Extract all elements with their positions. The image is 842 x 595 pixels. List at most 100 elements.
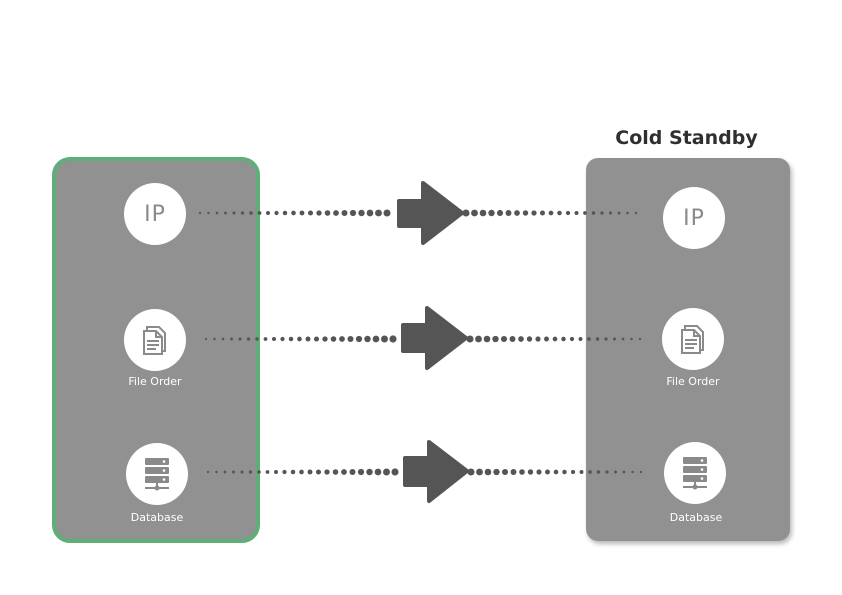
connector-dot — [272, 337, 276, 341]
connector-dot — [391, 468, 399, 476]
connector-dot — [518, 336, 524, 342]
standby-file-order-node — [662, 308, 724, 370]
connector-dot — [467, 468, 475, 476]
arrow-ip — [397, 181, 464, 245]
arrow-right-icon — [397, 181, 464, 245]
connector-dot — [500, 335, 508, 343]
connector-dot — [501, 468, 509, 476]
connector-dot — [330, 336, 337, 342]
connector-dot — [565, 210, 571, 216]
connector-dot — [570, 469, 576, 475]
connector-dot — [223, 470, 227, 474]
connector-dot — [492, 335, 499, 343]
connector-dot — [622, 470, 626, 474]
connector-dot — [257, 470, 261, 474]
connector-dot — [509, 336, 516, 342]
connector-dot — [389, 335, 397, 343]
connector-dot — [282, 210, 288, 216]
connector-dot — [522, 210, 529, 216]
connector-dot — [299, 469, 304, 475]
connector-dot — [297, 336, 302, 342]
connector-dot — [291, 210, 296, 216]
connector-dot — [240, 470, 244, 474]
connector-dot — [588, 470, 592, 474]
standby-database-label: Database — [669, 511, 723, 524]
connector-dot — [639, 470, 643, 474]
connector-dot — [232, 470, 235, 474]
connector-dot — [579, 470, 584, 474]
connector-dot — [383, 468, 390, 476]
connector-dot — [248, 470, 253, 474]
connector-dot — [357, 468, 365, 476]
arrow-right-icon — [403, 440, 469, 503]
dotted-lines — [198, 209, 643, 476]
connector-dot — [631, 470, 634, 474]
standby-file-order-label: File Order — [666, 375, 720, 388]
arrow-database — [403, 440, 469, 503]
connector-dot — [638, 337, 642, 341]
connector-dot — [596, 470, 601, 474]
connector-dot — [544, 336, 549, 342]
connector-dot — [608, 211, 613, 215]
connector-dot — [299, 210, 305, 216]
connector-dot — [557, 210, 562, 216]
connector-dot — [280, 336, 285, 342]
connector-dot — [488, 209, 495, 217]
connector-dot — [519, 469, 525, 475]
connector-dot — [372, 335, 380, 343]
connector-dot — [605, 470, 609, 474]
connector-dot — [249, 211, 253, 215]
connector-dot — [536, 469, 542, 475]
connector-dot — [621, 337, 625, 341]
connector-dot — [574, 210, 579, 216]
connector-dot — [313, 336, 320, 342]
connector-dot — [381, 335, 388, 343]
connector-dot — [569, 336, 575, 342]
connector-dot — [561, 336, 566, 342]
connector-dot — [355, 335, 363, 343]
connector-dot — [255, 337, 259, 341]
connector-dot — [263, 337, 268, 341]
connector-dot — [375, 209, 382, 217]
cold-standby-title: Cold Standby — [615, 127, 758, 149]
connector-dot — [562, 469, 567, 475]
connector-dot — [600, 211, 604, 215]
ip-text: IP — [144, 201, 166, 227]
connector-dot — [548, 210, 554, 216]
connector-dot — [613, 337, 616, 341]
connector-dot — [349, 209, 357, 217]
connector-dot — [347, 335, 354, 343]
connector-dot — [617, 211, 621, 215]
connector-dot — [282, 469, 287, 475]
connector-dot — [324, 210, 331, 216]
connector-dot — [221, 337, 225, 341]
arrow-right-icon — [401, 306, 468, 370]
connector-dot — [505, 210, 512, 216]
connector-dot — [274, 470, 278, 474]
connector-dot — [257, 211, 262, 215]
connector-dot — [215, 470, 218, 474]
arrow-file-order — [401, 306, 468, 370]
connector-dot — [374, 468, 382, 476]
server-icon — [145, 458, 169, 491]
connector-dot — [462, 209, 470, 217]
connector-dot — [207, 211, 210, 215]
connector-dot — [545, 469, 550, 475]
connector-dot — [553, 469, 559, 475]
connector-dot — [510, 469, 517, 475]
server-icon — [683, 457, 707, 490]
connector-dot — [339, 336, 345, 342]
connector-dot — [358, 209, 365, 217]
connector-dot — [266, 211, 270, 215]
connector-dot — [333, 210, 339, 216]
connector-dot — [475, 335, 482, 343]
connector-dot — [341, 210, 348, 216]
connector-dot — [265, 470, 270, 474]
connector-dot — [366, 468, 373, 476]
connector-dot — [535, 336, 541, 342]
connector-dot — [484, 468, 492, 476]
connector-dot — [324, 469, 330, 475]
primary-file-order-label: File Order — [128, 375, 182, 388]
connector-dot — [307, 210, 314, 216]
